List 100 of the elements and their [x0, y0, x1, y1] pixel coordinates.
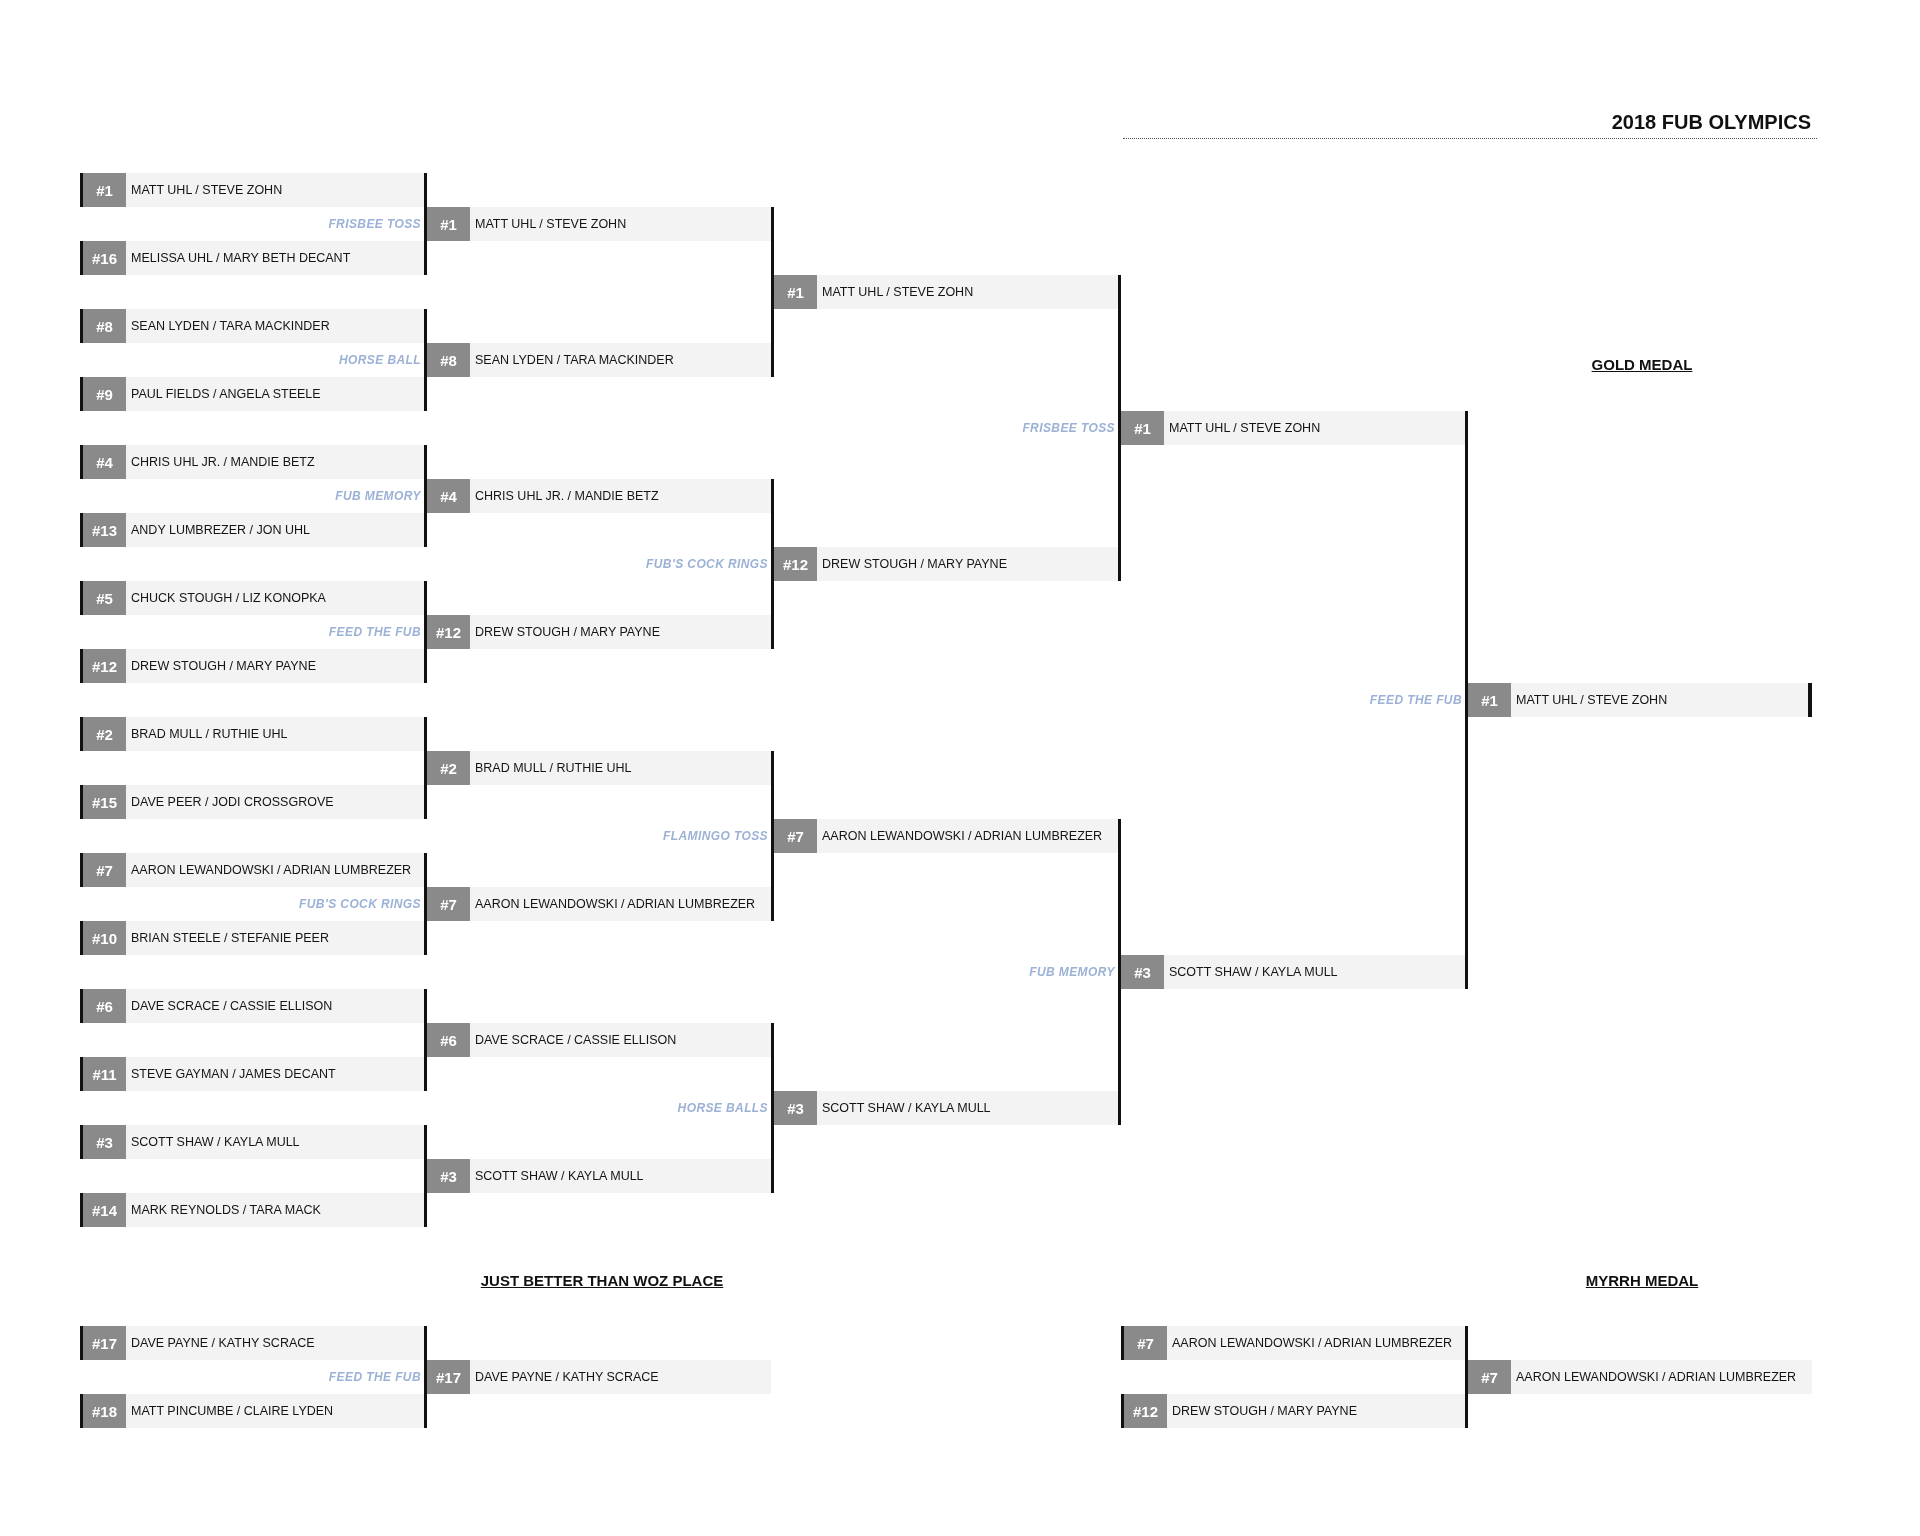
- bracket-slot: [80, 1125, 424, 1159]
- bracket-slot: [80, 581, 424, 615]
- section-heading: JUST BETTER THAN WOZ PLACE: [480, 1272, 724, 1290]
- bracket-line: [1118, 819, 1123, 974]
- bracket-line: [424, 1038, 429, 1091]
- bracket-slot: [427, 751, 771, 785]
- seed-number: #1: [83, 173, 126, 207]
- seed-number: #1: [774, 275, 817, 309]
- seed-number: #4: [427, 479, 470, 513]
- seed-number: #12: [83, 649, 126, 683]
- team-name: DREW STOUGH / MARY PAYNE: [475, 624, 660, 640]
- bracket-line: [424, 173, 429, 226]
- bracket-line: [424, 630, 429, 683]
- team-name: MATT UHL / STEVE ZOHN: [1516, 692, 1668, 708]
- page-title: 2018 FUB OLYMPICS: [1611, 110, 1811, 134]
- seed-number: #2: [83, 717, 126, 751]
- bracket-slot: [427, 615, 771, 649]
- bracket-slot: [80, 1057, 424, 1091]
- bracket-slot: [80, 173, 424, 207]
- seed-number: #3: [1121, 955, 1164, 989]
- section-heading: GOLD MEDAL: [1591, 356, 1693, 374]
- bracket-line: [771, 834, 776, 921]
- seed-number: #7: [427, 887, 470, 921]
- bracket-line: [424, 989, 429, 1042]
- bracket-line: [771, 1106, 776, 1193]
- team-name: MATT UHL / STEVE ZOHN: [475, 216, 627, 232]
- team-name: DAVE PAYNE / KATHY SCRACE: [131, 1335, 315, 1351]
- bracket-line: [424, 1375, 429, 1428]
- seed-number: #1: [427, 207, 470, 241]
- team-name: DREW STOUGH / MARY PAYNE: [131, 658, 316, 674]
- team-name: BRAD MULL / RUTHIE UHL: [131, 726, 288, 742]
- bracket-line: [771, 290, 776, 377]
- team-name: AARON LEWANDOWSKI / ADRIAN LUMBREZER: [475, 896, 756, 912]
- bracket-line: [771, 751, 776, 838]
- bracket-slot: [427, 1023, 771, 1057]
- bracket-line: [424, 902, 429, 955]
- seed-number: #5: [83, 581, 126, 615]
- seed-number: #6: [427, 1023, 470, 1057]
- seed-number: #7: [83, 853, 126, 887]
- seed-number: #8: [83, 309, 126, 343]
- bracket-line: [771, 562, 776, 649]
- team-name: CHRIS UHL JR. / MANDIE BETZ: [475, 488, 659, 504]
- bracket-slot: [80, 853, 424, 887]
- event-label: FRISBEE TOSS: [1022, 421, 1115, 435]
- bracket-slot: [774, 1091, 1118, 1125]
- bracket-slot: [80, 989, 424, 1023]
- bracket-line: [424, 494, 429, 547]
- team-name: ANDY LUMBREZER / JON UHL: [131, 522, 310, 538]
- team-name: DAVE PAYNE / KATHY SCRACE: [475, 1369, 659, 1385]
- bracket-line: [1118, 970, 1123, 1125]
- seed-number: #7: [1468, 1360, 1511, 1394]
- seed-number: #17: [83, 1326, 126, 1360]
- seed-number: #10: [83, 921, 126, 955]
- section-heading: MYRRH MEDAL: [1585, 1272, 1699, 1290]
- seed-number: #9: [83, 377, 126, 411]
- bracket-line: [424, 766, 429, 819]
- bracket-slot: [80, 513, 424, 547]
- bracket-slot: [80, 445, 424, 479]
- event-label: FEED THE FUB: [1369, 693, 1462, 707]
- bracket-slot: [80, 377, 424, 411]
- bracket-slot: [774, 819, 1118, 853]
- bracket-slot: [1468, 683, 1812, 717]
- seed-number: #2: [427, 751, 470, 785]
- seed-number: #12: [427, 615, 470, 649]
- event-label: FUB MEMORY: [335, 489, 421, 503]
- seed-number: #3: [427, 1159, 470, 1193]
- team-name: SCOTT SHAW / KAYLA MULL: [1169, 964, 1338, 980]
- seed-number: #6: [83, 989, 126, 1023]
- bracket-slot: [80, 1326, 424, 1360]
- seed-number: #16: [83, 241, 126, 275]
- seed-number: #14: [83, 1193, 126, 1227]
- event-label: FUB'S COCK RINGS: [646, 557, 768, 571]
- seed-number: #12: [1124, 1394, 1167, 1428]
- bracket-line: [1465, 411, 1470, 702]
- bracket-slot: [427, 1360, 771, 1394]
- bracket-line: [424, 717, 429, 770]
- bracket-slot: [80, 785, 424, 819]
- bracket-slot: [1121, 1326, 1465, 1360]
- bracket-slot: [427, 479, 771, 513]
- bracket-slot: [774, 547, 1118, 581]
- team-name: MATT UHL / STEVE ZOHN: [1169, 420, 1321, 436]
- bracket-line: [1118, 275, 1123, 430]
- bracket-line: [424, 445, 429, 498]
- bracket-slot: [427, 1159, 771, 1193]
- team-name: SCOTT SHAW / KAYLA MULL: [131, 1134, 300, 1150]
- event-label: FLAMINGO TOSS: [663, 829, 768, 843]
- seed-number: #3: [83, 1125, 126, 1159]
- team-name: SCOTT SHAW / KAYLA MULL: [475, 1168, 644, 1184]
- team-name: CHUCK STOUGH / LIZ KONOPKA: [131, 590, 326, 606]
- team-name: MATT PINCUMBE / CLAIRE LYDEN: [131, 1403, 334, 1419]
- seed-number: #1: [1121, 411, 1164, 445]
- seed-number: #1: [1468, 683, 1511, 717]
- team-name: MATT UHL / STEVE ZOHN: [822, 284, 974, 300]
- bracket-slot: [774, 275, 1118, 309]
- team-name: AARON LEWANDOWSKI / ADRIAN LUMBREZER: [1516, 1369, 1797, 1385]
- team-name: BRAD MULL / RUTHIE UHL: [475, 760, 632, 776]
- seed-number: #7: [774, 819, 817, 853]
- bracket-line: [424, 1174, 429, 1227]
- bracket-slot: [1121, 955, 1465, 989]
- seed-number: #15: [83, 785, 126, 819]
